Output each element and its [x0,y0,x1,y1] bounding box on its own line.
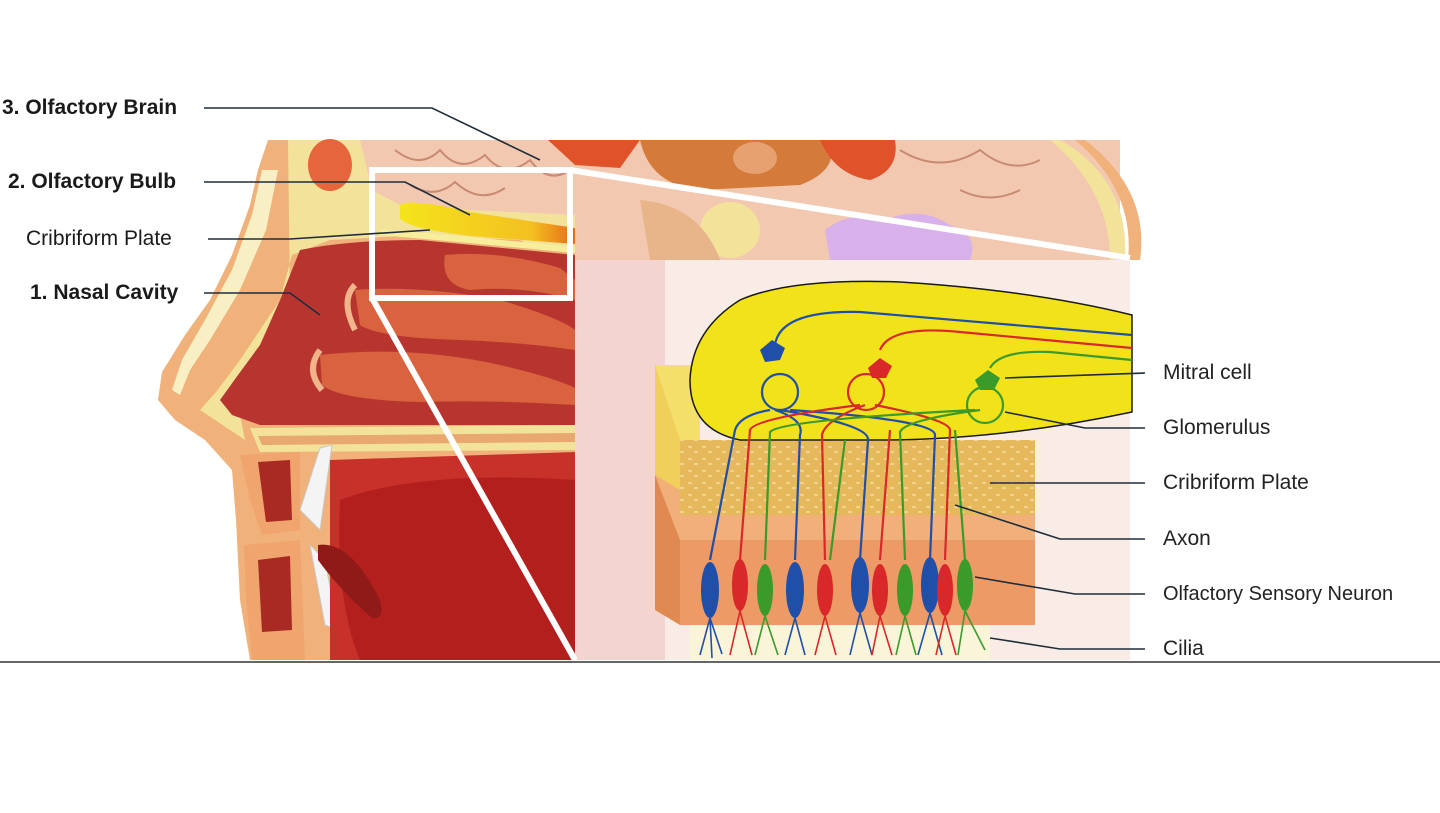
axons-blue [708,408,937,561]
superior-turbinate [444,253,575,300]
label-olfactory-bulb: 2. Olfactory Bulb [8,170,177,193]
neuron-body [757,564,773,616]
axons-red [738,403,952,561]
neuron-body [817,564,833,616]
leader-olfactory-brain [204,107,541,161]
skull-back [1050,140,1126,260]
leader-mitral-cell [1004,372,1146,379]
leader-cilia [989,637,1145,650]
leader-nasal-cavity [204,292,321,316]
neuron-body [957,559,973,611]
mitral-cell-blue [760,340,785,362]
label-glomerulus: Glomerulus [1163,416,1271,439]
sensory-neurons [701,557,973,618]
projection-red [878,329,1133,351]
label-mitral-cell: Mitral cell [1163,361,1252,384]
olfactory-bulb-detail [689,280,1133,441]
mitral-cell-green [975,370,1000,390]
palate-bone [258,433,575,445]
neuron-body [701,562,719,618]
label-olfactory-brain: 3. Olfactory Brain [2,96,178,119]
right-leader-lines [954,372,1146,650]
neuron-body [937,564,953,616]
left-leader-lines [204,107,541,316]
projection-green [989,350,1133,369]
brainstem [640,200,720,260]
tongue [339,477,575,660]
axons-green [763,408,981,561]
mitral-cell-red [868,358,892,378]
frontal-sinus [308,139,352,191]
oral-vestibule [258,460,292,522]
leader-olfactory-sensory-neuron [974,576,1145,595]
neuron-body [921,557,939,613]
projection-blue [773,310,1133,346]
cribriform-plate-block [680,440,1035,515]
cribriform-plate-line [379,229,576,253]
upper-tooth [299,444,333,532]
zoom-line-bottom [369,296,578,662]
red-nucleus [820,140,896,180]
leader-cribriform-plate-left [208,229,431,240]
nasal-bone [172,170,278,395]
orange-structure [548,140,640,168]
cilia [699,610,986,659]
mitral-cells [760,340,1000,390]
zoom-line-top [569,167,1131,261]
pituitary [700,202,760,258]
leader-glomerulus [1004,411,1145,429]
cilia-green [754,610,986,656]
olfactory-bulb [400,202,575,244]
neuron-body [786,562,804,618]
label-cribriform-plate-left: Cribriform Plate [26,227,172,250]
skull-outer-back [1075,140,1142,260]
neurons [708,310,1133,561]
plate-top [655,365,700,440]
glomerulus-red [846,372,886,412]
zoom-shade [575,260,665,660]
head-section [158,139,576,660]
neuron-body [851,557,869,613]
tongue-tip [318,544,382,619]
brain-region [548,140,1142,260]
label-cribriform-plate-right: Cribriform Plate [1163,471,1309,494]
middle-turbinate [355,288,575,350]
neuron-body [732,559,748,611]
glomerulus-blue [760,372,800,412]
label-nasal-cavity: 1. Nasal Cavity [30,281,179,304]
leader-olfactory-bulb [204,181,471,216]
detail-zoom [655,280,1133,660]
turbinate-edges [310,282,358,392]
cilia-blue [699,612,943,659]
cilia-layer [690,625,990,660]
neuron-body [897,564,913,616]
leader-axon [954,504,1145,540]
cilia-red [729,610,957,656]
thalamus [733,142,777,174]
inferior-turbinate [320,351,575,405]
lower-vestibule [258,556,292,632]
cerebrum-folds [899,148,1041,199]
label-olfactory-sensory-neuron: Olfactory Sensory Neuron [1163,583,1394,605]
label-cilia: Cilia [1163,637,1204,660]
neuron-body [872,564,888,616]
label-axon: Axon [1163,527,1211,550]
